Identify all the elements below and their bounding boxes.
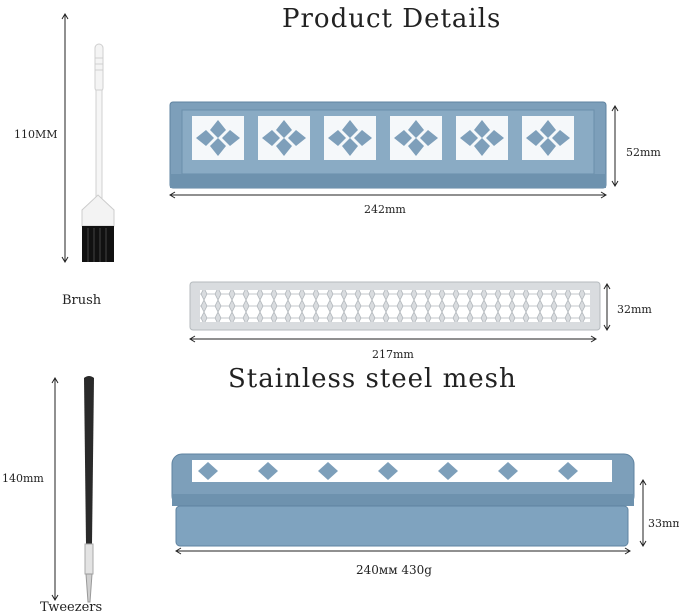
lid-height-arrow	[611, 105, 619, 187]
box-image	[171, 453, 635, 547]
page-title: Product Details	[282, 4, 502, 34]
lid-width-label: 242mm	[364, 203, 406, 216]
box-height-arrow	[639, 479, 647, 547]
lid-width-arrow	[169, 191, 607, 199]
mesh-image	[189, 281, 601, 331]
brush-label: Brush	[62, 293, 102, 308]
tweezers-label: Tweezers	[40, 600, 103, 615]
lid-image	[169, 101, 607, 189]
box-height-label: 33mm	[648, 517, 679, 530]
box-width-weight-label: 240мм 430g	[356, 563, 432, 577]
tweezers-height-label: 140mm	[2, 472, 44, 485]
tweezers-image	[84, 376, 94, 603]
mesh-width-label: 217mm	[372, 348, 414, 361]
mesh-width-arrow	[189, 335, 597, 343]
lid-height-label: 52mm	[626, 146, 661, 159]
mesh-section-title: Stainless steel mesh	[228, 364, 517, 394]
brush-height-arrow	[61, 13, 69, 263]
brush-image	[81, 43, 115, 262]
box-width-arrow	[175, 547, 631, 555]
mesh-height-arrow	[603, 283, 611, 331]
tweezers-height-arrow	[51, 377, 59, 601]
brush-height-label: 110MM	[14, 128, 58, 141]
mesh-height-label: 32mm	[617, 303, 652, 316]
